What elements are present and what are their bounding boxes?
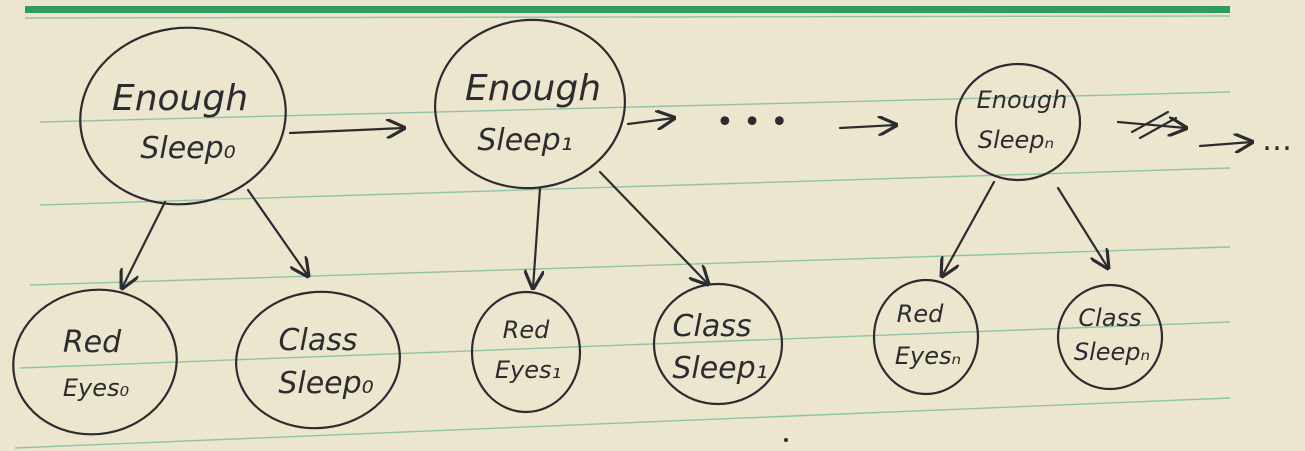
arrow-sleep0-to-sleep1	[288, 128, 404, 133]
strike-mark	[1130, 110, 1178, 140]
node-red-eyes-0: Red Eyes₀	[12, 288, 178, 436]
node-circle	[652, 282, 784, 406]
node-red-eyes-n: Red Eyesₙ	[872, 278, 980, 396]
rule-line	[39, 167, 1231, 206]
ink-dot	[784, 438, 788, 442]
node-red-eyes-1: Red Eyes₁	[470, 290, 582, 414]
node-label-line1: Enough	[465, 68, 601, 109]
node-circle	[954, 62, 1082, 182]
node-label-line2: Eyes₁	[495, 356, 561, 384]
arrow-sleep1-to-redeyes1	[533, 186, 540, 288]
node-label-line2: Sleep₀	[140, 131, 235, 166]
node-label-line1: Red	[63, 325, 122, 360]
node-label-line1: Class	[279, 323, 358, 358]
node-label-line2: Eyesₙ	[895, 342, 961, 370]
node-label-line1: Class	[673, 309, 752, 344]
crossed-out-arrow	[1116, 122, 1186, 128]
arrow-to-sleep-n	[838, 125, 896, 128]
node-enough-sleep-0: Enough Sleep₀	[79, 26, 287, 206]
node-circle	[79, 26, 287, 206]
node-enough-sleep-n: Enough Sleepₙ	[954, 62, 1082, 182]
node-label-line1: Red	[897, 300, 944, 328]
node-label-line2: Sleep₁	[477, 123, 572, 158]
notebook-rules	[14, 6, 1231, 449]
node-class-sleep-1: Class Sleep₁	[652, 282, 784, 406]
rule-line	[29, 246, 1231, 286]
arrow-sleep-n-to-next	[1198, 142, 1252, 146]
node-circle	[872, 278, 980, 396]
node-class-sleep-0: Class Sleep₀	[235, 290, 401, 430]
node-label-line2: Eyes₀	[63, 374, 130, 402]
node-circle	[1056, 283, 1164, 391]
rule-line	[39, 91, 1231, 123]
arrow-sleepn-to-classsleepn	[1056, 186, 1108, 268]
top-rule-band	[25, 6, 1230, 13]
node-label-line2: Sleepₙ	[978, 126, 1054, 154]
node-circle	[434, 18, 626, 190]
node-class-sleep-n: Class Sleepₙ	[1056, 283, 1164, 391]
node-label-line1: Red	[503, 316, 550, 344]
node-circle	[12, 288, 178, 436]
ellipsis-end: …	[1262, 123, 1292, 158]
node-enough-sleep-1: Enough Sleep₁	[434, 18, 626, 190]
node-label-line1: Enough	[977, 86, 1068, 114]
rule-line	[14, 397, 1231, 449]
rule-line	[19, 321, 1231, 369]
arrow-sleepn-to-redeyesn	[942, 180, 996, 276]
emission-arrows	[122, 170, 1108, 288]
node-label-line1: Class	[1078, 304, 1141, 332]
ellipsis-middle: • • •	[716, 105, 788, 140]
arrow-sleep1-to-next	[626, 118, 674, 124]
arrow-sleep0-to-classsleep0	[246, 188, 308, 276]
node-label-line2: Sleep₀	[278, 366, 373, 401]
rule-line	[24, 15, 1231, 19]
node-circle	[470, 290, 582, 414]
node-label-line1: Enough	[112, 78, 248, 119]
temporal-arrows: • • • …	[288, 105, 1292, 158]
arrow-sleep0-to-redeyes0	[122, 200, 167, 288]
node-circle	[235, 290, 401, 430]
node-label-line2: Sleepₙ	[1074, 338, 1150, 366]
node-label-line2: Sleep₁	[672, 351, 767, 386]
arrow-sleep1-to-classsleep1	[598, 170, 708, 284]
